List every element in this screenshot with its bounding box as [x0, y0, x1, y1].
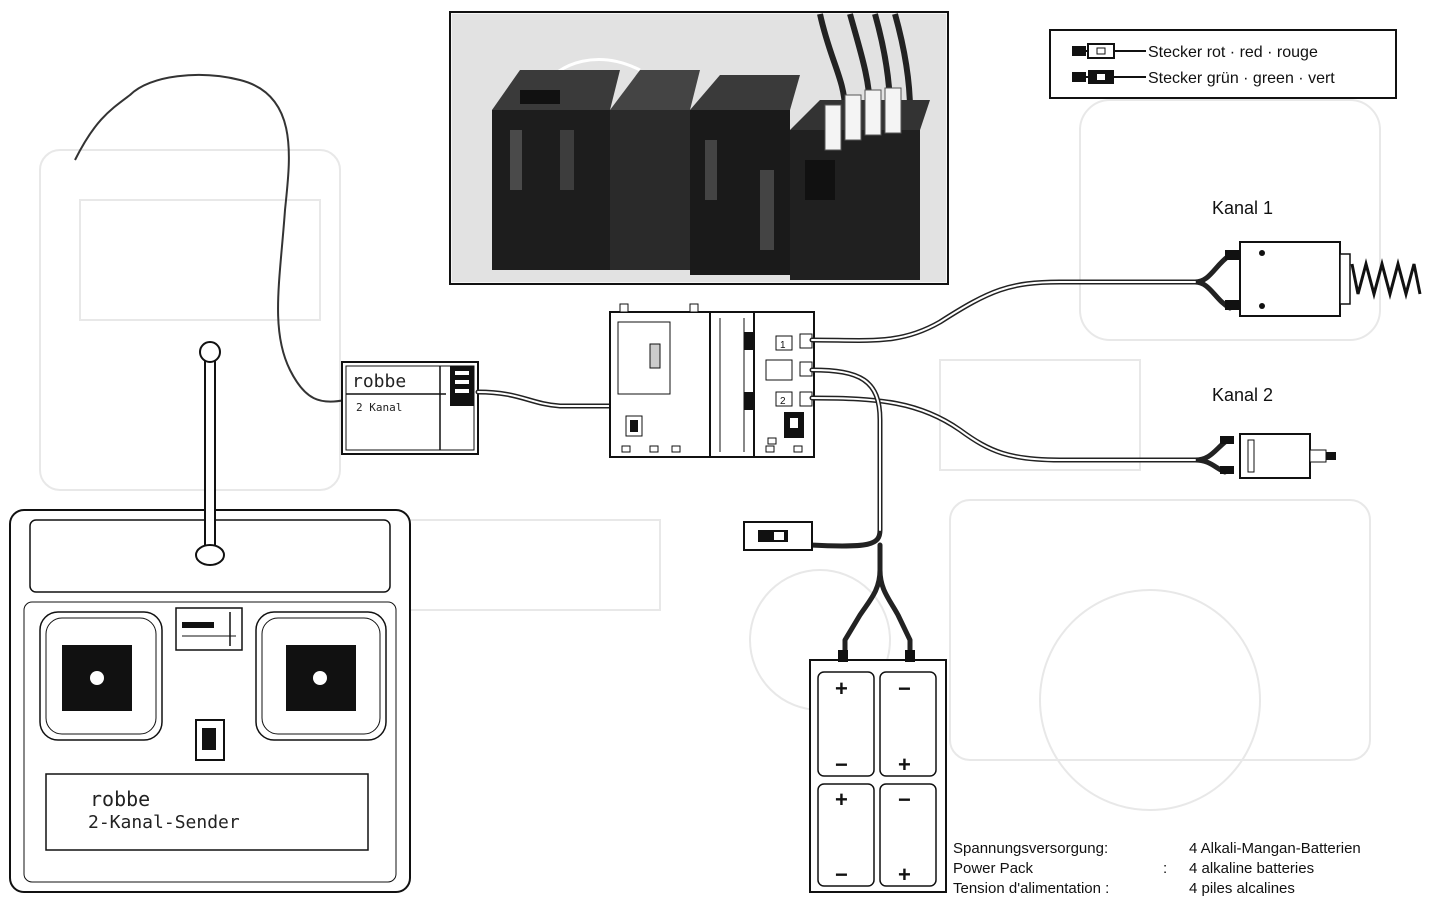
control-module: 1 2 [609, 303, 815, 458]
channel-2-cable [809, 395, 1228, 475]
power-label-fr: Tension d'alimentation : [953, 880, 1109, 897]
receiver-model: 2 Kanal [356, 401, 402, 414]
power-value-de: 4 Alkali-Mangan-Batterien [1189, 840, 1361, 857]
battery-cell-1-minus: − [835, 752, 848, 777]
power-value-fr: 4 piles alcalines [1189, 880, 1295, 897]
channel-2-servo [1220, 433, 1336, 479]
battery-cell-3-minus: − [835, 862, 848, 887]
power-specs: Spannungsversorgung: 4 Alkali-Mangan-Bat… [953, 840, 1361, 897]
plug-green-icon [1072, 70, 1146, 84]
battery-cell-3-plus: + [835, 787, 848, 812]
receiver-brand: robbe [352, 371, 406, 392]
channel-1-label: Kanal 1 [1212, 198, 1273, 218]
right-stick-gimbal [255, 611, 387, 741]
left-stick-gimbal [39, 611, 163, 741]
power-switch [195, 719, 225, 761]
battery-cell-2-minus: − [898, 676, 911, 701]
trim-switch [175, 607, 243, 651]
power-sep-en: : [1163, 860, 1167, 877]
background-bleed [39, 99, 1381, 811]
battery-switch [743, 521, 813, 551]
legend-red-text: Stecker rot · red · rouge [1148, 44, 1318, 61]
legend-green-text: Stecker grün · green · vert [1148, 70, 1335, 87]
battery-cell-1-plus: + [835, 676, 848, 701]
antenna-wire [74, 74, 346, 403]
battery-cell-4-plus: + [898, 862, 911, 887]
power-value-en: 4 alkaline batteries [1189, 860, 1314, 877]
battery-cell-4-minus: − [898, 787, 911, 812]
transmitter-brand: robbe [90, 787, 150, 811]
plug-red-icon [1072, 43, 1146, 59]
product-photo [449, 11, 949, 285]
channel-1-motor [1225, 241, 1422, 317]
transmitter: robbe 2-Kanal-Sender [9, 341, 411, 893]
switch-1-number: 1 [780, 340, 786, 351]
battery-pack: + − − + + − − + [809, 650, 947, 893]
battery-cell-2-plus: + [898, 752, 911, 777]
power-label-de: Spannungsversorgung: [953, 840, 1108, 857]
power-cable [807, 367, 913, 668]
receiver: robbe 2 Kanal [341, 361, 479, 455]
plug-legend: Stecker rot · red · rouge Stecker grün ·… [1049, 29, 1397, 99]
switch-2-number: 2 [780, 396, 786, 407]
transmitter-model: 2-Kanal-Sender [88, 812, 240, 833]
power-label-en: Power Pack [953, 860, 1034, 877]
channel-2-label: Kanal 2 [1212, 385, 1273, 405]
